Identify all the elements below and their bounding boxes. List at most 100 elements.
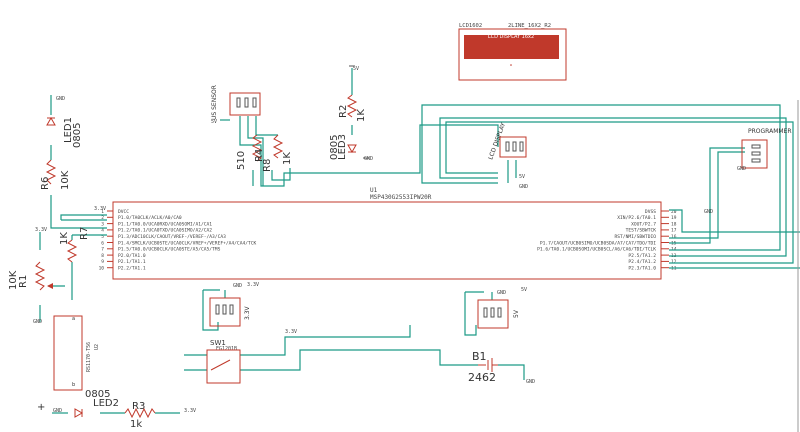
mcu-pin-number: 19 (671, 215, 677, 221)
mcu-pin-label: P1.4/SMCLK/UCB0STE/UCA0CLK/VREF+/VEREF+/… (118, 240, 257, 246)
mcu-pin-label: DVSS (645, 209, 656, 215)
mcu-pin-label: P1.0/TA0CLK/ACLK/A0/CA0 (118, 215, 182, 221)
prog-pin-1 (751, 144, 761, 149)
mcu-pin-number: 5 (101, 234, 104, 240)
u2-pin-a: a (72, 316, 75, 322)
mcu-pin-number: 10 (99, 266, 105, 272)
h1-pin-1 (215, 304, 220, 315)
b1-value: 2462 (468, 371, 496, 384)
header-5v-body (477, 299, 509, 329)
header-5v-net: 5V (521, 287, 527, 293)
mcu-pin-number: 4 (101, 228, 104, 234)
lcd-pin-2 (512, 141, 517, 152)
mcu-pin-label: P1.3/ADC10CLK/CAOUT/VREF-/VEREF-/A3/CA3 (118, 234, 226, 240)
resistor-r2[interactable]: R2 1K (338, 94, 367, 122)
u2-part: RS1170-T56 (86, 342, 92, 372)
lcd-module-dot (510, 64, 512, 66)
h2-pin-2 (490, 307, 495, 318)
us-sensor-body (229, 92, 261, 116)
net-5v-top-label: 5V (353, 66, 359, 72)
r1-wiper (47, 283, 53, 289)
buzzer-b1[interactable]: B1 2462 GND (468, 350, 535, 385)
mcu-pin-label: P2.2/TA1.1 (118, 266, 146, 272)
r8-ref: R8 (262, 159, 273, 172)
r4-value: 510 (236, 151, 247, 170)
sw1-net: 3.3V (285, 329, 297, 335)
mcu-pin-number: 20 (671, 209, 677, 215)
r3-3v3: 3.3V (184, 408, 196, 414)
mcu-pin-number: 9 (101, 259, 104, 265)
r6-ref: R6 (40, 177, 51, 190)
us-pin-3 (252, 97, 257, 108)
mcu-pin-label: P1.6/TA0.1/UCB0SOMI/UCB0SCL/A6/CA6/TDI/T… (537, 247, 656, 253)
r3-value: 1k (130, 419, 142, 430)
u2-body (53, 315, 83, 391)
header-3v3[interactable]: GND 3.3V 3.3V (209, 282, 259, 327)
mcu-ref: U1 (370, 187, 378, 194)
header-3v3-label: 3.3V (244, 305, 251, 320)
h2-pin-3 (497, 307, 502, 318)
led1[interactable]: GND LED1 0805 (46, 96, 83, 148)
lcd-module-value: 2LINE_16X2_R2 (508, 23, 551, 29)
resistor-r3[interactable]: R3 1k 3.3V (124, 401, 196, 430)
mcu-pin-number: 7 (101, 247, 104, 253)
mcu-pin-number: 2 (101, 215, 104, 221)
led3[interactable]: 0805 LED3 GND (329, 134, 373, 162)
sw1-ref: SW1 (210, 339, 226, 347)
mcu-pin-label: P1.5/TA0.0/UCB0CLK/UCA0STE/A5/CA5/TMS (118, 247, 221, 253)
header-3v3-net: 3.3V (247, 282, 259, 288)
lcd-module[interactable]: LCD1602 2LINE_16X2_R2 LCD DISPLAY 16x2 (458, 23, 567, 81)
lcd-5v-label: 5V (519, 174, 525, 180)
header-5v[interactable]: GND 5V 5V (477, 287, 527, 329)
us-sensor-connector[interactable]: US SENSOR 5V (211, 85, 261, 125)
lcd-module-outline (458, 28, 567, 81)
resistor-r7[interactable]: 1K R7 (59, 227, 90, 263)
r7-ref: R7 (79, 227, 90, 240)
r3-ref: R3 (132, 401, 145, 412)
prog-pin-3 (751, 158, 761, 163)
r1-value: 10K (8, 270, 19, 290)
led2[interactable]: + GND 0805 LED2 (37, 389, 119, 418)
mcu-pin-label: P1.1/TA0.0/UCA0RXD/UCA0SOMI/A1/CA1 (118, 221, 212, 227)
r1-3v3: 3.3V (35, 227, 47, 233)
sw1-part: EG1201B (216, 346, 237, 352)
lcd-display-body (499, 136, 527, 158)
lcd-module-label: LCD DISPLAY 16x2 (488, 34, 534, 40)
header-5v-gnd: GND (497, 290, 506, 296)
mcu-net-labels: 3.3V GND (94, 206, 713, 215)
net-5v-top: 5V (349, 65, 359, 72)
lcd-pin-3 (519, 141, 524, 152)
resistor-r4[interactable]: 510 R4 (236, 134, 265, 170)
programmer-gnd: GND (737, 166, 746, 172)
switch-sw1[interactable]: SW1 EG1201B 3.3V (206, 329, 297, 384)
r2-value: 1K (356, 109, 367, 122)
mcu-pin-number: 1 (101, 209, 104, 215)
led2-gnd: GND (53, 408, 62, 414)
mcu-pin-number: 17 (671, 228, 677, 234)
regulator-u2[interactable]: a b RS1170-T56 U2 (53, 315, 100, 391)
r2-ref: R2 (338, 105, 349, 118)
resistor-r1[interactable]: 3.3V 10K R1 GND (8, 227, 53, 325)
h1-pin-2 (222, 304, 227, 315)
resistor-r6[interactable]: R6 10K (40, 159, 71, 190)
plus-marker: + (37, 402, 45, 413)
mcu-pin-number: 16 (671, 234, 677, 240)
mcu-right-pins: 20DVSS19XIN/P2.6/TA0.118XOUT/P2.717TEST/… (537, 209, 677, 272)
mcu-pin-label: RST/NMI/SBWTDIO (615, 234, 657, 240)
mcu-pin-label: DVCC (118, 209, 129, 215)
mcu-pin-label: P2.4/TA1.2 (628, 259, 656, 265)
resistor-r8[interactable]: R8 1K (262, 134, 293, 172)
mcu-body (112, 201, 662, 280)
led1-ref: LED1 (63, 117, 74, 143)
led2-ref: LED2 (93, 398, 119, 409)
programmer-label: PROGRAMMER (748, 128, 792, 135)
b1-ref: B1 (472, 350, 487, 363)
programmer-connector[interactable]: PROGRAMMER GND (737, 128, 792, 172)
mcu-pin-label: P2.0/TA1.0 (118, 253, 146, 259)
b1-gnd: GND (526, 379, 535, 385)
us-pin-1 (236, 97, 241, 108)
mcu-pin-label: P2.5/TA1.2 (628, 253, 656, 259)
mcu-pin-label: P2.3/TA1.0 (628, 266, 656, 272)
